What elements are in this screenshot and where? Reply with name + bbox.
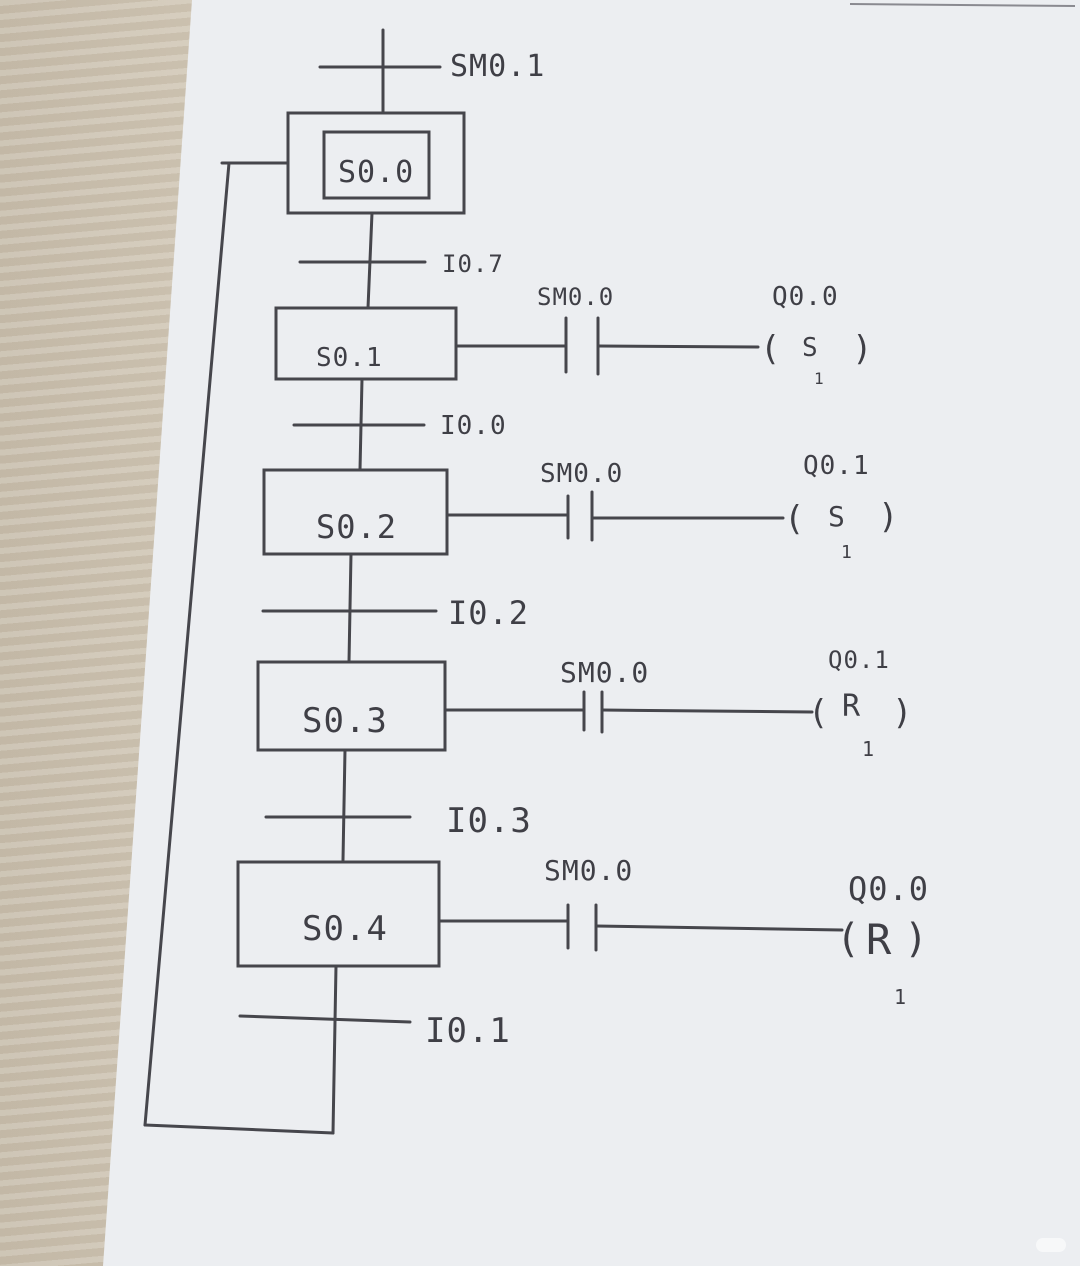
coil-address-1: Q0.0: [772, 282, 839, 312]
loop-bottom-line: [143, 1123, 335, 1135]
step-box-s0-1: [274, 306, 458, 381]
coil-4-open-paren: (: [836, 916, 861, 962]
coil-address-2: Q0.1: [803, 451, 870, 481]
transition-label-2: I0.0: [440, 411, 507, 441]
rung-4-right-wire: [594, 924, 844, 932]
coil-action-3: R: [842, 689, 861, 724]
rung-3-right-wire: [600, 708, 814, 714]
step-label-s0-3: S0.3: [302, 701, 388, 741]
watermark-badge: [1036, 1238, 1066, 1252]
link-s0-3-s0-4: [341, 748, 347, 862]
link-s0-4-exit: [331, 964, 338, 1135]
coil-3-open-paren: (: [808, 693, 829, 733]
coil-address-4: Q0.0: [848, 870, 929, 908]
transition-bar-5: [238, 1014, 412, 1024]
link-s0-2-s0-3: [347, 552, 353, 664]
coil-count-2: 1: [841, 542, 853, 563]
coil-count-1: 1: [814, 369, 825, 388]
coil-1-open-paren: (: [760, 329, 781, 369]
coil-4-close-paren: ): [904, 916, 929, 962]
coil-count-4: 1: [894, 985, 907, 1009]
transition-label-1: I0.7: [442, 250, 504, 278]
step-box-s0-4: [236, 860, 441, 968]
coil-3-close-paren: ): [892, 693, 913, 733]
coil-action-2: S: [828, 500, 846, 533]
step-label-s0-2: S0.2: [316, 508, 397, 546]
contact-label-4: SM0.0: [544, 854, 633, 887]
contact-label-3: SM0.0: [560, 656, 649, 689]
step-box-s0-3: [256, 660, 447, 752]
transition-label-5: I0.1: [425, 1011, 511, 1051]
step-label-s0-0: S0.0: [338, 155, 414, 190]
coil-address-3: Q0.1: [828, 646, 890, 674]
coil-action-1: S: [802, 333, 819, 363]
paper-top-line: [849, 3, 1076, 7]
coil-2-close-paren: ): [878, 497, 899, 537]
init-transition-label: SM0.1: [450, 49, 545, 84]
coil-count-3: 1: [862, 737, 875, 761]
loop-left-line: [143, 161, 231, 1127]
step-box-s0-2: [262, 468, 449, 556]
coil-brackets: ( ) ( ) ( ) ( ): [760, 329, 929, 962]
rung-1-right-wire: [596, 344, 760, 349]
step-label-s0-1: S0.1: [316, 343, 383, 373]
coil-1-close-paren: ): [852, 329, 873, 369]
coil-2-open-paren: (: [784, 499, 805, 539]
paper-sheet: [103, 0, 1080, 1266]
step-label-s0-4: S0.4: [302, 909, 388, 949]
step-box-s0-0-inner: [322, 130, 431, 200]
coil-action-4: R: [866, 915, 892, 964]
contact-label-1: SM0.0: [537, 283, 614, 311]
transition-label-4: I0.3: [446, 801, 532, 841]
contact-label-2: SM0.0: [540, 459, 623, 489]
transition-label-3: I0.2: [448, 594, 529, 632]
